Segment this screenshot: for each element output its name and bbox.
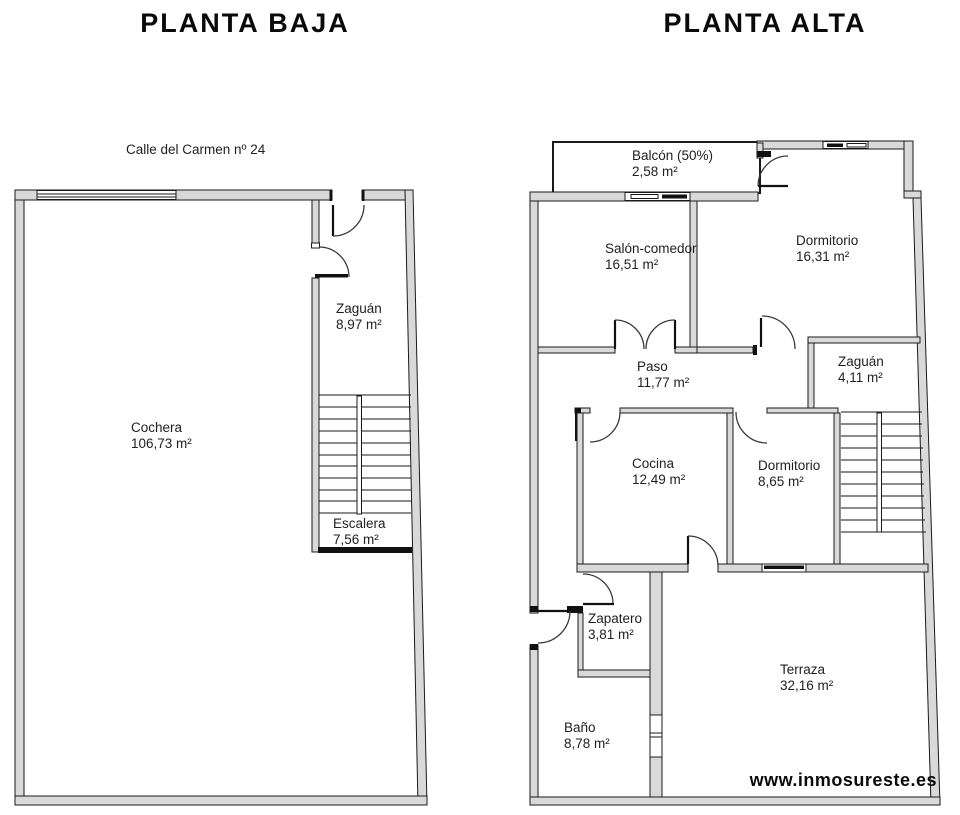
room-label-zaguan-pa: Zaguán 4,11 m²: [838, 354, 884, 385]
room-label-dormitorio-2: Dormitorio 8,65 m²: [758, 458, 820, 489]
room-area: 16,51 m²: [605, 256, 659, 272]
room-area: 8,78 m²: [564, 735, 610, 751]
pa-right-wall-step: [903, 190, 922, 199]
pb-top-wall-b: [361, 189, 408, 201]
room-label-dormitorio-1: Dormitorio 16,31 m²: [796, 233, 858, 264]
pb-divider-wall-a: [311, 199, 320, 244]
room-area: 2,58 m²: [632, 163, 678, 179]
room-name: Terraza: [780, 662, 826, 677]
room-label-terraza: Terraza 32,16 m²: [780, 662, 833, 693]
room-label-cochera: Cochera 106,73 m²: [131, 420, 192, 451]
room-name: Cochera: [131, 420, 183, 435]
pb-left-wall: [14, 189, 25, 806]
pa-balcony-outline: [552, 141, 761, 194]
pb-stairs: [319, 394, 411, 515]
website-label: www.inmosureste.es: [749, 770, 937, 790]
room-label-paso: Paso 11,77 m²: [637, 359, 689, 390]
room-name: Paso: [637, 359, 668, 374]
pb-wall-cap: [311, 242, 320, 249]
room-label-zapatero: Zapatero 3,81 m²: [588, 611, 642, 642]
pa-band-wall-b: [717, 563, 763, 573]
pa-dormitorio-window: [822, 141, 869, 149]
planta-baja-title: PLANTA BAJA: [140, 8, 350, 38]
pa-cocina-door-arc: [589, 411, 621, 443]
room-label-bano: Baño 8,78 m²: [564, 720, 610, 751]
pb-window: [36, 190, 177, 200]
room-label-escalera: Escalera 7,56 m²: [333, 516, 386, 547]
pa-left-wall-b: [529, 644, 539, 806]
pa-zaguan-left-wall: [807, 336, 815, 409]
pb-right-wall-slanted: [404, 189, 428, 806]
pa-band-wall-c: [805, 563, 929, 573]
room-label-salon-comedor: Salón-comedor 16,51 m²: [605, 241, 697, 272]
planta-alta-drawing: [529, 140, 941, 806]
pa-cocina-right-wall: [726, 412, 734, 569]
pb-escalera-wall: [318, 547, 412, 553]
room-name: Zaguán: [838, 354, 884, 369]
pa-paso-wall-a: [537, 346, 616, 354]
room-name: Salón-comedor: [605, 241, 697, 256]
room-name: Balcón (50%): [632, 148, 714, 163]
pa-dormitorio1-door: [759, 315, 796, 350]
pb-bottom-wall: [14, 795, 428, 806]
room-name: Zaguán: [336, 301, 382, 316]
pa-door-jamb: [753, 345, 757, 355]
pa-band-wall-a: [576, 563, 689, 573]
pa-balcony-door: [756, 142, 789, 188]
pa-right-wall-upper: [903, 140, 914, 199]
pa-salon-double-door: [613, 319, 677, 350]
pa-stairs: [841, 411, 926, 533]
pa-stairs-left-wall: [833, 412, 841, 573]
room-area: 106,73 m²: [131, 435, 192, 451]
room-area: 11,77 m²: [637, 374, 690, 390]
pa-salon-window: [624, 192, 691, 201]
room-area: 16,31 m²: [796, 248, 850, 264]
room-area: 7,56 m²: [333, 531, 379, 547]
pa-dorm2-door-arc: [735, 411, 768, 444]
room-label-balcon: Balcón (50%) 2,58 m²: [632, 148, 713, 179]
pb-entry-door: [329, 190, 365, 237]
pa-bottom-wall: [529, 796, 941, 806]
pa-terraza-door: [686, 535, 719, 567]
room-name: Escalera: [333, 516, 386, 531]
room-name: Dormitorio: [796, 233, 859, 248]
room-area: 3,81 m²: [588, 626, 634, 642]
room-label-cocina: Cocina 12,49 m²: [632, 456, 685, 487]
room-label-zaguan-pb: Zaguán 8,97 m²: [336, 301, 382, 332]
pb-stair-stringer: [356, 395, 362, 515]
planta-baja-drawing: [14, 189, 428, 806]
room-area: 8,65 m²: [758, 473, 804, 489]
pb-zaguan-door: [315, 246, 350, 278]
room-name: Baño: [564, 720, 596, 735]
pa-salon-right-wall: [689, 200, 698, 354]
room-area: 4,11 m²: [838, 369, 883, 385]
pa-paso-wall-b: [674, 346, 698, 354]
pa-cocina-top-b: [619, 407, 734, 414]
planta-alta-title: PLANTA ALTA: [663, 8, 867, 38]
pb-divider-wall-b: [311, 277, 320, 553]
room-area: 8,97 m²: [336, 316, 382, 332]
pa-terraza-window: [761, 563, 807, 573]
pa-right-wall-slanted: [912, 197, 941, 806]
address-label: Calle del Carmen nº 24: [126, 142, 266, 157]
pa-zaguan-top-wall: [807, 336, 921, 344]
pa-cocina-left-wall: [576, 412, 584, 573]
room-name: Cocina: [632, 456, 675, 471]
pa-dorm2-top: [766, 407, 839, 414]
pa-left-wall-a: [529, 191, 539, 614]
room-area: 12,49 m²: [632, 471, 686, 487]
pa-bano-entry-door: [530, 606, 571, 650]
room-name: Zapatero: [588, 611, 643, 626]
pa-paso-wall-c: [696, 346, 754, 354]
pa-stair-stringer: [876, 412, 882, 533]
room-name: Dormitorio: [758, 458, 821, 473]
pa-bano-window: [649, 714, 663, 758]
room-area: 32,16 m²: [780, 677, 834, 693]
pa-terraza-left-wall: [649, 571, 663, 798]
